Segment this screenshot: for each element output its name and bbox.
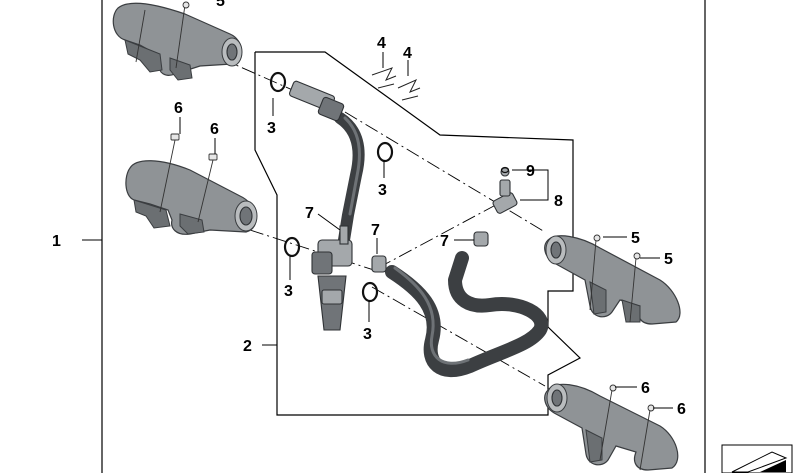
callout-3-center: 3	[378, 182, 387, 199]
catalog-corner-icon	[721, 444, 793, 473]
callout-7-right: 7	[440, 233, 449, 250]
callout-9: 9	[526, 163, 535, 180]
callout-5-lower-right: 5	[664, 251, 673, 268]
inner-frame	[254, 51, 582, 416]
callout-6-right-a: 6	[641, 380, 650, 397]
callout-6-left-b: 6	[210, 121, 219, 138]
callout-4-right: 4	[403, 45, 412, 62]
callout-7-left: 7	[305, 205, 314, 222]
fuel-rail-bottom-right	[544, 383, 679, 471]
callout-4-left: 4	[377, 35, 386, 52]
callout-5-upper-right: 5	[631, 230, 640, 247]
callout-3-bottom: 3	[363, 326, 372, 343]
fuel-rail-middle-left	[125, 133, 258, 235]
callout-5-top: 5	[216, 0, 225, 10]
center-lines	[219, 57, 546, 387]
callout-1: 1	[52, 233, 61, 250]
fuel-rail-top-left	[112, 1, 243, 81]
leader-lines	[179, 52, 673, 409]
callout-3-top: 3	[267, 120, 276, 137]
callout-3-left: 3	[284, 283, 293, 300]
callout-6-right-b: 6	[677, 401, 686, 418]
outer-frame	[82, 0, 706, 473]
callout-2: 2	[243, 338, 252, 355]
callout-8: 8	[554, 193, 563, 210]
fuel-rail-middle-right	[544, 234, 681, 325]
callout-7-center: 7	[371, 222, 380, 239]
fuel-hose-assembly	[269, 67, 549, 378]
callout-labels: 1 2 3 3 3 3 4 4 5 5 5 6 6 6 6 7 7 7 8 9	[52, 0, 686, 418]
callout-6-left-a: 6	[174, 100, 183, 117]
